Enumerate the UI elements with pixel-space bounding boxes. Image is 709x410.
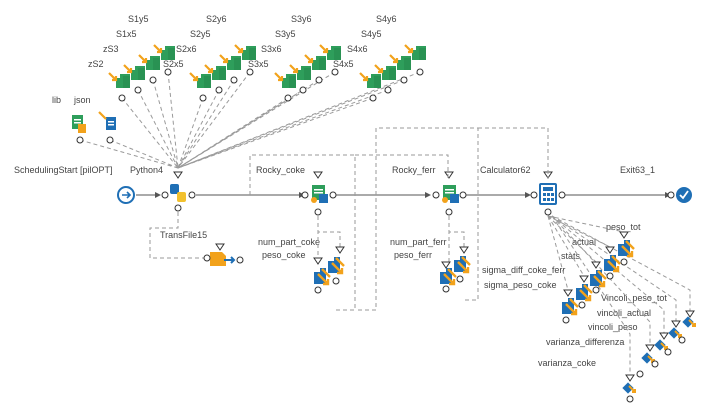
node-label-s3x5: S3x5: [248, 59, 269, 69]
output-variable-icon[interactable]: [681, 315, 696, 329]
checkmark-icon: [679, 190, 689, 200]
node-label-vincoli-peso: vincoli_peso: [588, 322, 638, 332]
constraint-outputs: [621, 310, 696, 403]
output-variable-icon[interactable]: [616, 238, 636, 258]
transfer-file-icon: [210, 252, 226, 266]
output-variable-icon[interactable]: [312, 266, 332, 286]
output-variable-icon[interactable]: [653, 338, 668, 352]
json-file-icon[interactable]: [98, 111, 116, 130]
node-label-zs3: zS3: [103, 44, 119, 54]
node-label-s1y5: S1y5: [128, 14, 149, 24]
lib-file-icon[interactable]: [72, 115, 86, 133]
variable-cluster-2: [188, 43, 258, 102]
variable-cluster-4: [358, 43, 428, 102]
start-icon: [122, 191, 132, 199]
node-label-varianza-coke: varianza_coke: [538, 358, 596, 368]
node-label-exit63-1: Exit63_1: [620, 165, 655, 175]
output-variable-icon[interactable]: [574, 282, 594, 302]
output-variable-icon[interactable]: [326, 255, 346, 275]
python4-node[interactable]: [161, 171, 196, 212]
scheduling-start-node[interactable]: [117, 186, 135, 204]
node-label-sigma-diff-coke-ferr: sigma_diff_coke_ferr: [482, 265, 565, 275]
output-variable-icon[interactable]: [640, 351, 655, 365]
node-label-s2x6: S2x6: [176, 44, 197, 54]
node-label-peso-tot: peso_tot: [606, 222, 641, 232]
node-label-transfile15: TransFile15: [160, 230, 207, 240]
node-label-peso-coke: peso_coke: [262, 250, 306, 260]
calculator62-node[interactable]: [530, 171, 566, 216]
node-label-rocky-coke: Rocky_coke: [256, 165, 305, 175]
node-label-s4x5: S4x5: [333, 59, 354, 69]
python-icon: [170, 184, 179, 194]
node-label-num-part-ferr: num_part_ferr: [390, 237, 447, 247]
input-variable-icon[interactable]: [188, 71, 213, 90]
node-label-s4x6: S4x6: [347, 44, 368, 54]
node-label-s3x6: S3x6: [261, 44, 282, 54]
node-label-json: json: [73, 95, 91, 105]
variable-cluster-1: [107, 43, 177, 102]
variable-cluster-3: [273, 43, 343, 102]
calculator-output-variables: [560, 231, 636, 324]
output-variable-icon[interactable]: [452, 254, 472, 274]
node-label-rocky-ferr: Rocky_ferr: [392, 165, 436, 175]
rocky-ferr-node[interactable]: [432, 171, 467, 216]
calculator-output-links: [547, 215, 691, 376]
node-label-s2x5: S2x5: [163, 59, 184, 69]
node-label-sigma-peso-coke: sigma_peso_coke: [484, 280, 557, 290]
node-label-lib: lib: [52, 95, 61, 105]
node-label-calculator62: Calculator62: [480, 165, 531, 175]
node-label-s4y6: S4y6: [376, 14, 397, 24]
input-variable-icon[interactable]: [273, 71, 298, 90]
output-variable-icon[interactable]: [588, 268, 608, 288]
input-variable-icon[interactable]: [358, 71, 383, 90]
output-variable-icon[interactable]: [621, 381, 636, 395]
node-label-num-part-coke: num_part_coke: [258, 237, 320, 247]
output-variable-icon[interactable]: [667, 326, 682, 340]
node-label-s3y6: S3y6: [291, 14, 312, 24]
transfile15-node[interactable]: [203, 243, 244, 266]
node-label-s1x5: S1x5: [116, 29, 137, 39]
node-label-varianza-differenza: varianza_differenza: [546, 337, 624, 347]
node-label-scheduling-start: SchedulingStart [pilOPT]: [14, 165, 113, 175]
output-variable-icon[interactable]: [560, 296, 580, 316]
exit63-1-node[interactable]: [667, 187, 692, 203]
input-variable-icon[interactable]: [107, 71, 132, 90]
output-variable-icon[interactable]: [438, 266, 458, 286]
node-label-zs2: zS2: [88, 59, 104, 69]
node-label-s3y5: S3y5: [275, 29, 296, 39]
node-label-python4: Python4: [130, 165, 163, 175]
node-label-s4y5: S4y5: [361, 29, 382, 39]
node-label-s2y5: S2y5: [190, 29, 211, 39]
output-variable-icon[interactable]: [602, 253, 622, 273]
rocky-coke-node[interactable]: [301, 171, 337, 216]
node-label-actual: actual: [572, 237, 596, 247]
node-label-vincoli-peso-tot: Vincoli_peso_tot: [601, 293, 667, 303]
node-label-peso-ferr: peso_ferr: [394, 250, 432, 260]
node-label-vincoli-actual: vincoli_actual: [597, 308, 651, 318]
node-label-s2y6: S2y6: [206, 14, 227, 24]
node-label-stats: stats: [561, 251, 581, 261]
